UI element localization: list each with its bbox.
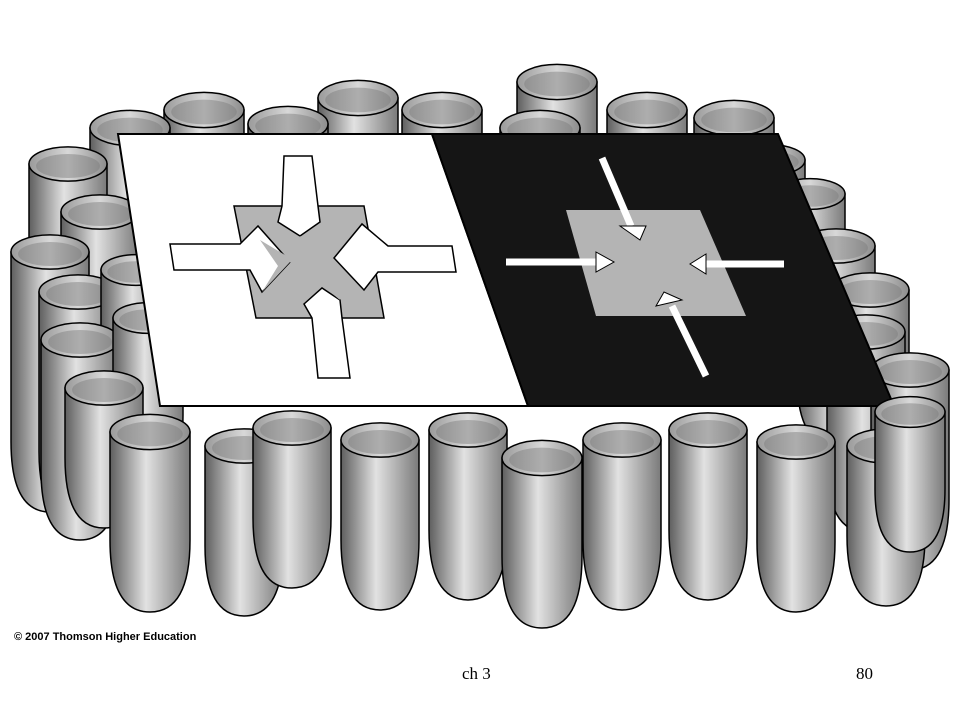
photoreceptor-cell-front	[109, 413, 191, 613]
photoreceptor-cell-front	[582, 422, 662, 611]
photoreceptor-cells-front	[109, 395, 946, 629]
left-center-surround	[169, 155, 457, 379]
right-arrow-head-top	[618, 225, 647, 241]
right-arrow-head-right	[689, 253, 707, 275]
stimulus-panel	[116, 133, 896, 407]
left-star-center	[260, 236, 340, 300]
left-bottom-arm	[303, 287, 351, 379]
footer-chapter: ch 3	[462, 664, 491, 683]
photoreceptor-cell-front	[252, 410, 332, 589]
photoreceptor-cell-front	[668, 412, 748, 601]
photoreceptor-cell-front	[874, 395, 946, 553]
right-arrow-head-bottom	[654, 291, 684, 307]
right-center-surround	[506, 156, 784, 378]
footer-page-number: 80	[856, 664, 873, 683]
photoreceptor-cell-front	[428, 412, 508, 601]
right-gray-square	[566, 210, 746, 316]
left-right-arm	[333, 222, 457, 292]
left-top-arm	[277, 155, 321, 237]
photoreceptor-cell-front	[340, 422, 420, 611]
copyright-text: © 2007 Thomson Higher Education	[14, 631, 197, 643]
photoreceptor-cell-front	[501, 439, 583, 629]
photoreceptor-cell-front	[756, 424, 836, 613]
right-arrow-head-left	[595, 251, 616, 273]
